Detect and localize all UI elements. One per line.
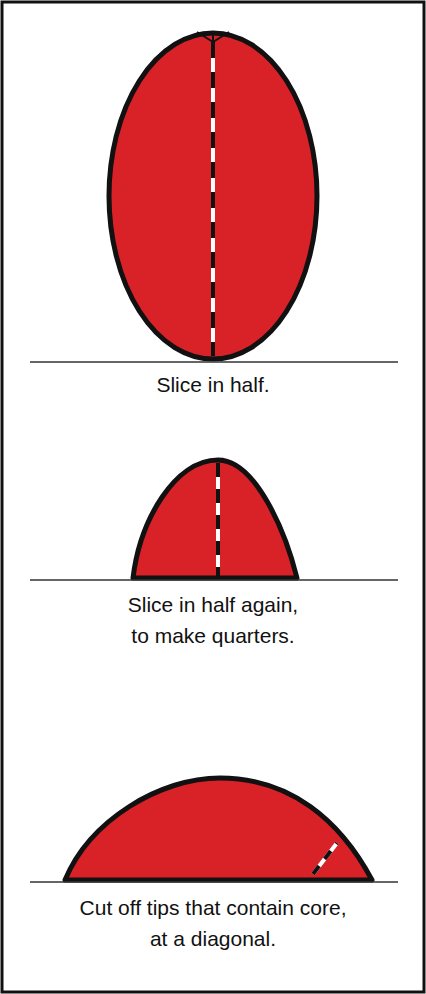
baseline [30, 881, 398, 883]
baseline [30, 361, 398, 363]
stem-mark [197, 32, 229, 42]
cut-line [211, 42, 215, 356]
step-caption: Cut off tips that contain core, at a dia… [73, 892, 353, 954]
half-fruit [133, 460, 297, 578]
quarter-fruit [65, 778, 372, 880]
step-caption: Slice in half again, to make quarters. [123, 589, 303, 651]
baseline [30, 579, 398, 581]
cut-line [216, 463, 220, 576]
cut-line [216, 463, 220, 576]
whole-fruit [109, 33, 317, 359]
cut-line [313, 843, 337, 874]
cut-line [211, 42, 215, 356]
step-caption: Slice in half. [63, 369, 363, 400]
cut-line [313, 843, 337, 874]
